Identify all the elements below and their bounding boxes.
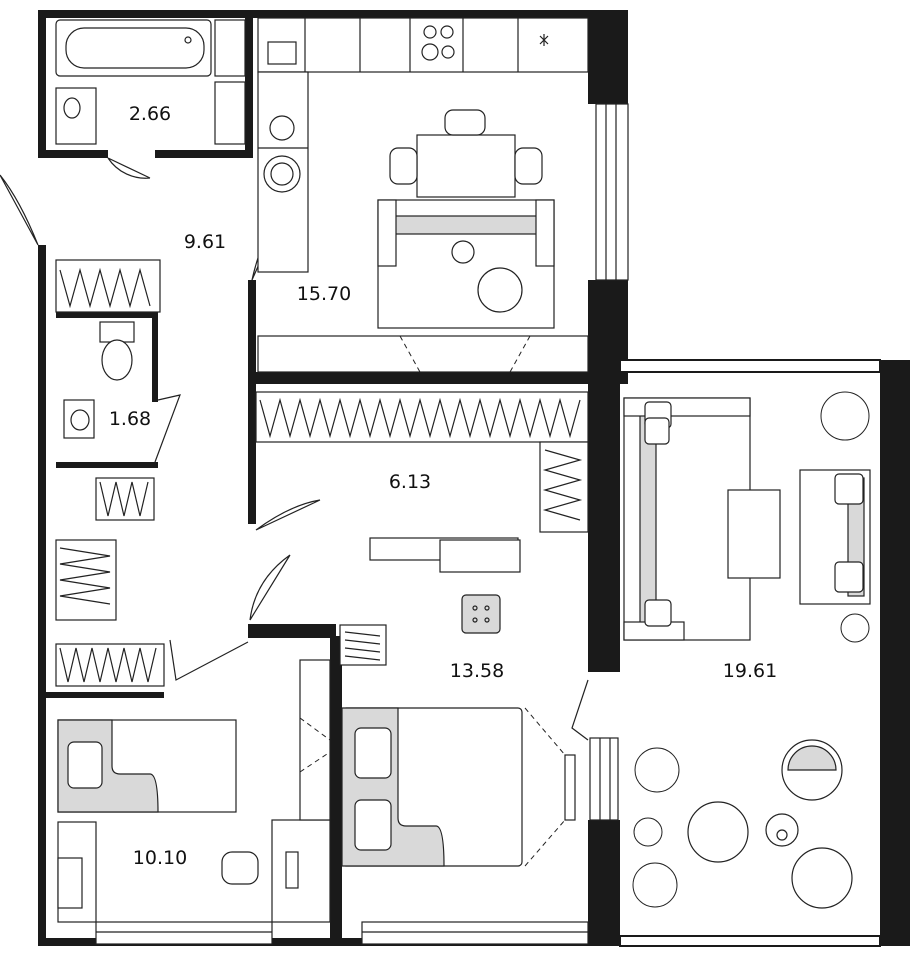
room-area-living-room: 19.61: [723, 660, 777, 682]
room-area-kitchen-living: 15.70: [297, 283, 351, 305]
bathroom-fixtures: [55, 19, 246, 145]
room-area-corridor: 13.58: [450, 660, 504, 682]
room-area-bedroom: 10.10: [133, 847, 187, 869]
room-labels: 2.66 9.61 15.70 1.68 6.13 13.58 19.61 10…: [109, 103, 777, 869]
room-area-storage: 6.13: [389, 471, 431, 493]
bedroom-left-fixtures: [57, 624, 387, 923]
walls: [38, 10, 910, 947]
room-area-hallway: 9.61: [184, 231, 226, 253]
living-room-fixtures: [623, 391, 871, 909]
storage-fixtures: [255, 391, 589, 634]
kitchen-fixtures: [257, 17, 589, 373]
toilet-fixtures: [55, 259, 161, 439]
bedroom-center-fixtures: [341, 707, 576, 867]
hall-wardrobes: [55, 477, 165, 687]
room-area-toilet: 1.68: [109, 408, 151, 430]
doors: [0, 157, 589, 741]
windows: [95, 103, 629, 945]
room-area-bathroom: 2.66: [129, 103, 171, 125]
